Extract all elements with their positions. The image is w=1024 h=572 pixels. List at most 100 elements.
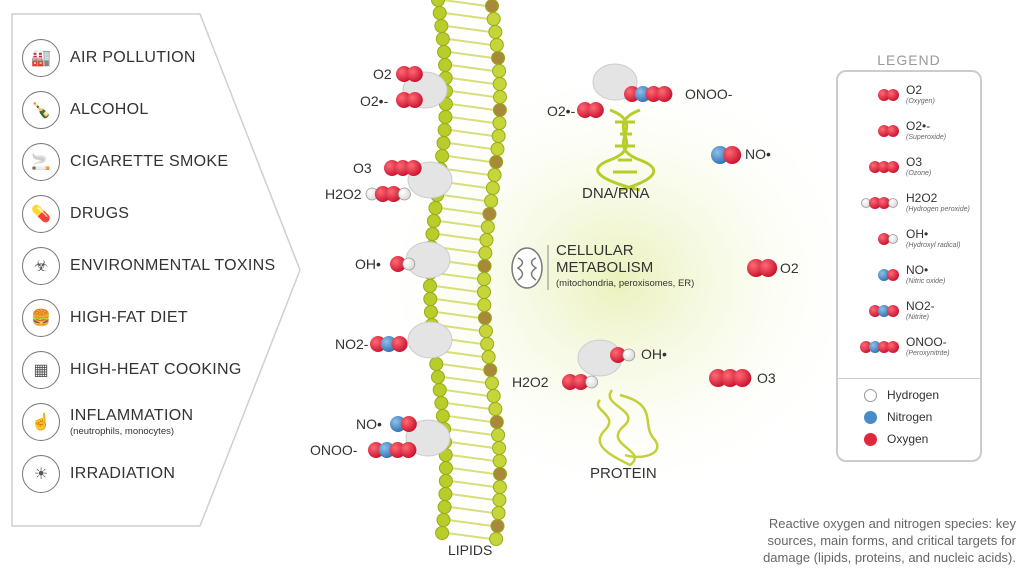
source-label: ALCOHOL: [70, 101, 149, 118]
free-label-o2-superoxide: O2•-: [547, 103, 576, 119]
legend-text: O2•-(Superoxide): [906, 120, 946, 141]
lipid-head: [437, 45, 452, 59]
lipid-head: [434, 19, 449, 33]
lipid-tail: [438, 220, 484, 228]
lipid-tail: [447, 38, 492, 46]
legend-molecule-icon: [869, 160, 899, 173]
membrane-no-molecule: [390, 416, 417, 432]
lipid-head: [489, 415, 504, 429]
legend-item: ONOO-(Peroxynitrite): [854, 336, 950, 357]
atom-key-item: Nitrogen: [864, 410, 932, 424]
lipid-tail: [447, 415, 492, 423]
lipid-head: [437, 123, 452, 137]
oxygen-atom: [406, 66, 423, 82]
oxygen-atom: [887, 124, 899, 137]
lipid-tail: [450, 467, 496, 475]
mitochondrion-icon: [511, 247, 543, 289]
atom-key-label: Nitrogen: [887, 410, 933, 424]
oxygen-atom: [887, 160, 899, 173]
lipid-head: [480, 337, 495, 351]
membrane-oh-molecule: [390, 256, 416, 272]
legend-molecule-icon: [878, 268, 899, 281]
lipid-tail: [450, 493, 495, 501]
lipid-head: [484, 194, 499, 208]
lipid-head: [490, 519, 505, 533]
source-item: 💊 DRUGS: [22, 194, 129, 234]
lipid-tail: [449, 64, 495, 72]
lipid-tail: [441, 194, 487, 202]
source-item: 🚬CIGARETTE SMOKE: [22, 142, 228, 182]
atom-key-item: Oxygen: [864, 432, 928, 446]
sun-icon: ☀: [22, 455, 60, 493]
oxygen-atom: [878, 124, 890, 137]
source-item: ▦HIGH-HEAT COOKING: [22, 350, 242, 390]
oxygen-atom: [405, 160, 422, 176]
oxygen-atom: [572, 374, 589, 390]
lipid-head: [435, 409, 450, 423]
lipid-head: [489, 38, 504, 52]
lipid-head: [432, 6, 447, 20]
source-text: DRUGS: [70, 205, 129, 223]
oxygen-atom: [887, 88, 899, 101]
lipid-tail: [449, 129, 494, 137]
oxygen-atom: [869, 196, 881, 209]
free-label-o3: O3: [757, 370, 776, 386]
legend-divider: [838, 378, 980, 379]
legend-text: H2O2(Hydrogen peroxide): [906, 192, 970, 213]
membrane-onoo-molecule: [368, 442, 417, 458]
oxygen-atom: [391, 336, 408, 352]
dna-helix: [596, 108, 656, 192]
legend-symbol: H2O2: [906, 191, 938, 205]
bottles-icon: 🍾: [22, 91, 60, 129]
lipid-head: [491, 428, 506, 442]
lipid-tail: [446, 532, 492, 540]
membrane-o2-superoxide-molecule: [396, 92, 423, 108]
source-label: ENVIRONMENTAL TOXINS: [70, 257, 276, 274]
lipid-head: [490, 142, 505, 156]
free-label-oh: OH•: [641, 346, 667, 362]
hydrogen-atom-icon: [864, 388, 877, 402]
lipid-tail: [442, 376, 488, 384]
hydrogen-atom: [622, 348, 636, 362]
lipid-tail: [448, 519, 493, 527]
legend-species-name: (Ozone): [906, 170, 932, 177]
oxygen-atom: [400, 442, 417, 458]
membrane-no2-molecule: [370, 336, 408, 352]
lipid-tail: [446, 402, 491, 410]
membrane-o2-molecule: [396, 66, 423, 82]
lipid-tail: [441, 363, 486, 371]
oxygen-atom: [400, 416, 417, 432]
free-label-h2o2: H2O2: [512, 374, 549, 390]
nitrogen-atom: [878, 268, 890, 281]
lipid-tail: [440, 207, 485, 215]
oxygen-atom: [390, 256, 406, 272]
source-item: ☝INFLAMMATION(neutrophils, monocytes): [22, 402, 193, 442]
source-item: 🍾 ALCOHOL: [22, 90, 149, 130]
grill-icon: ▦: [22, 351, 60, 389]
lipid-head: [492, 77, 507, 91]
pill-bottle-icon: 💊: [22, 195, 60, 233]
lipid-head: [479, 233, 494, 247]
legend-item: NO•(Nitric oxide): [854, 264, 945, 285]
lipid-head: [488, 402, 503, 416]
lipid-head: [492, 480, 507, 494]
lipid-head: [481, 350, 496, 364]
dna-rna-label: DNA/RNA: [582, 185, 650, 202]
lipid-tail: [449, 441, 495, 449]
lipid-head: [485, 376, 500, 390]
free-o3-molecule: [709, 369, 752, 387]
lipid-head: [489, 532, 504, 546]
oxygen-atom: [887, 340, 899, 353]
legend-symbol: OH•: [906, 227, 929, 241]
lipid-head: [423, 292, 438, 306]
lipid-head: [423, 305, 438, 319]
figure-caption: Reactive oxygen and nitrogen species: ke…: [763, 516, 1016, 565]
lipid-tail: [448, 142, 493, 150]
lipid-tail: [434, 285, 480, 293]
source-text: ENVIRONMENTAL TOXINS: [70, 257, 275, 275]
factory-icon: 🏭: [22, 39, 60, 77]
oxygen-atom: [385, 186, 402, 202]
atom-key-label: Oxygen: [887, 432, 929, 446]
legend-species-name: (Superoxide): [906, 134, 947, 141]
